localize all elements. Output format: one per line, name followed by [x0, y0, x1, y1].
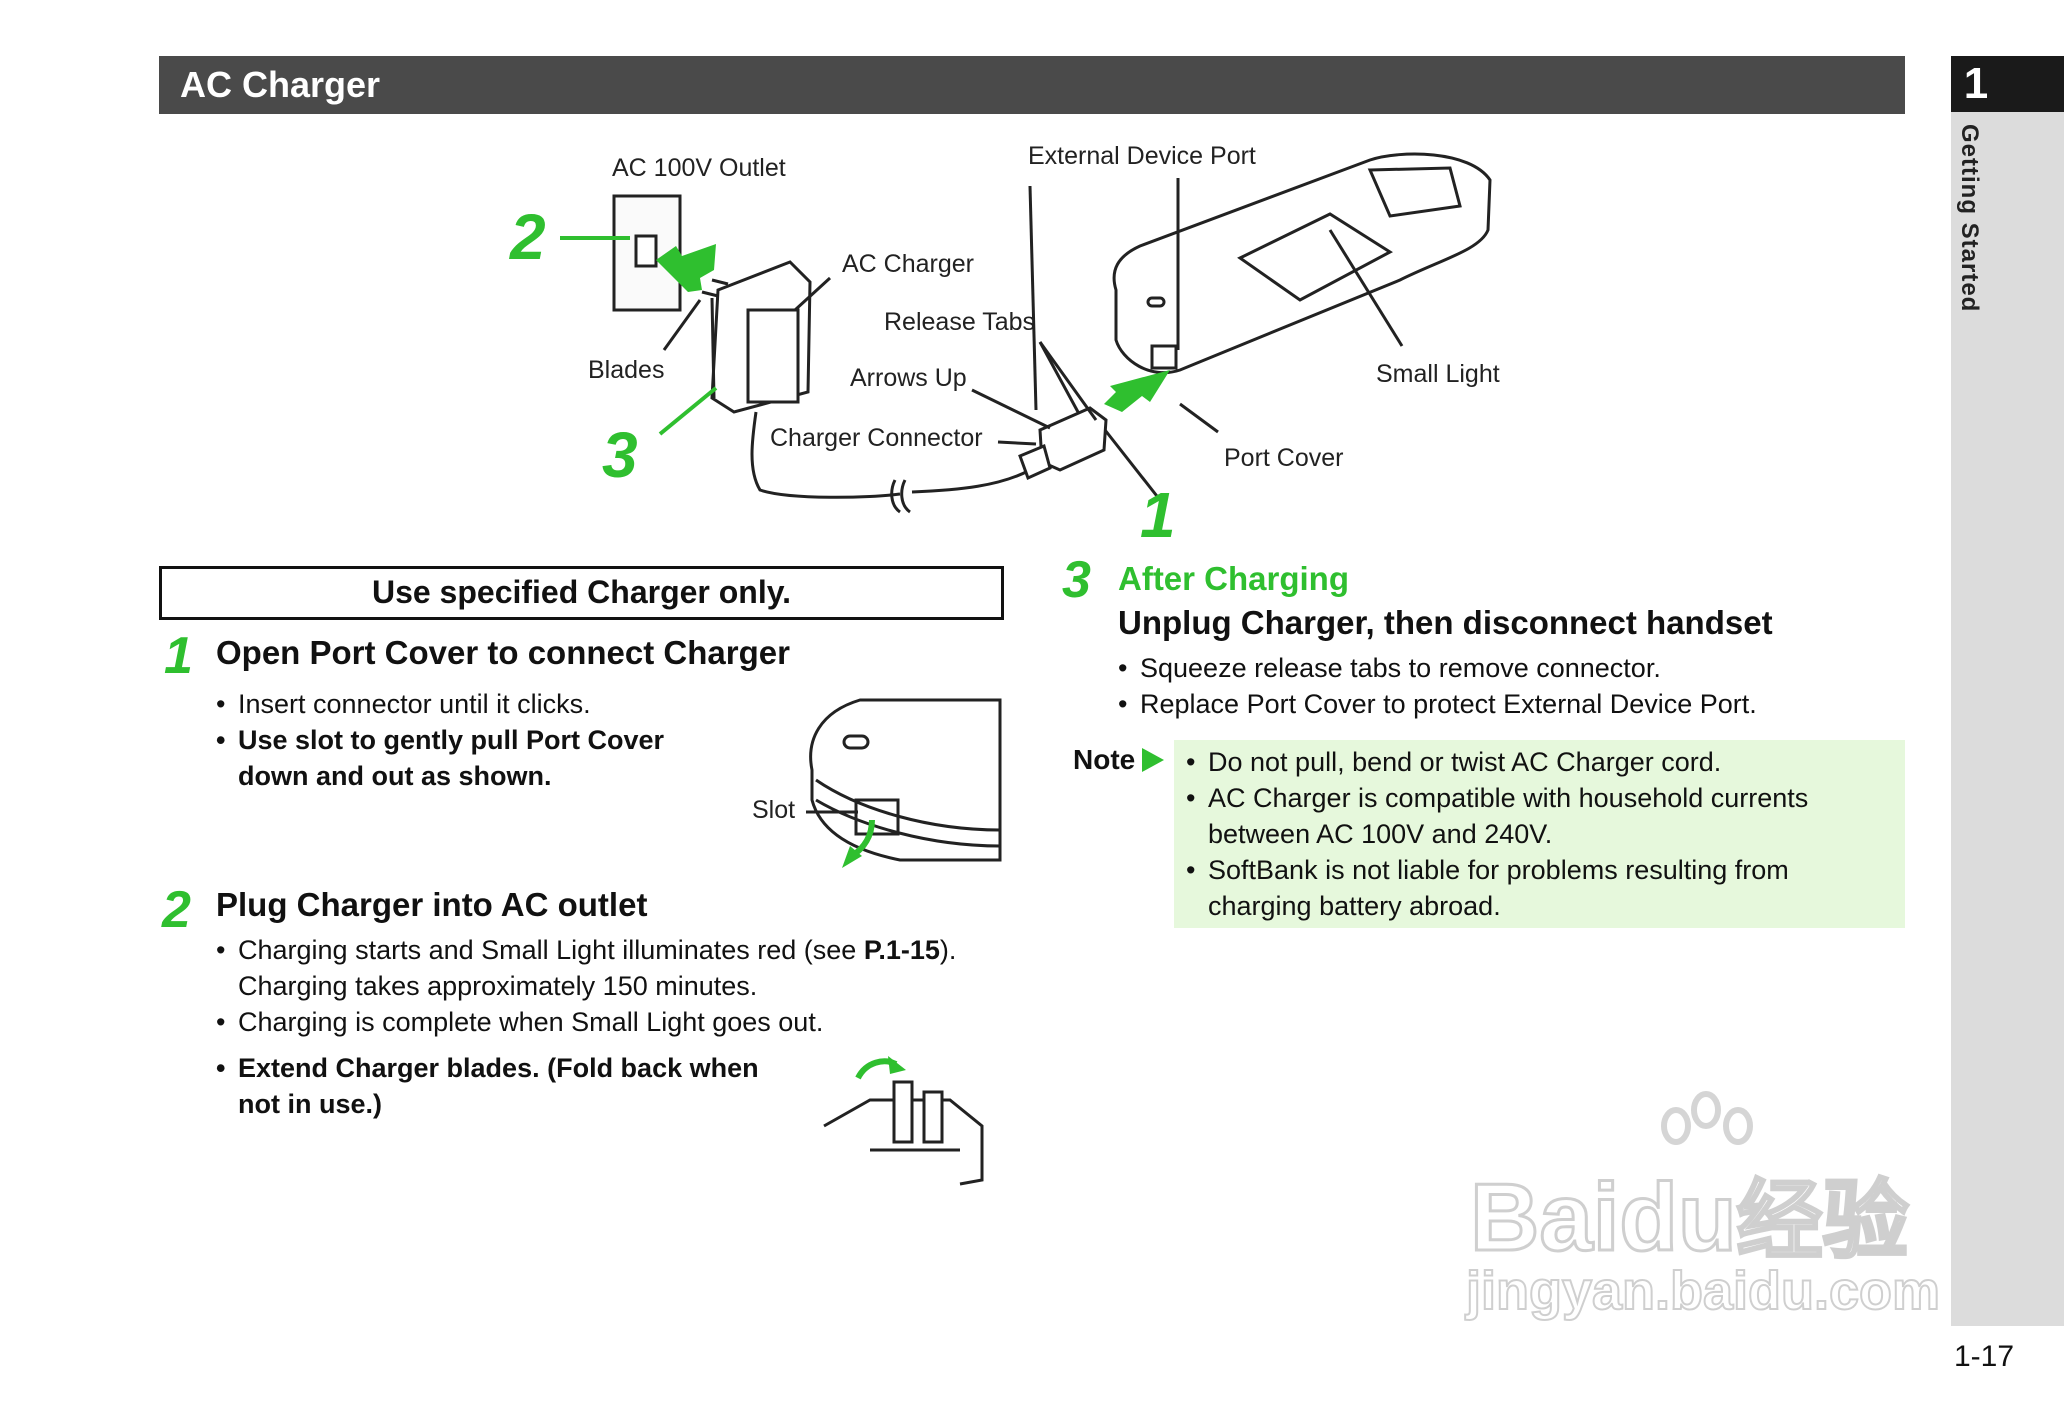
step-2-number: 2: [162, 881, 191, 939]
step-2-bullet: •Charging starts and Small Light illumin…: [216, 935, 957, 1001]
callout-2: 2: [510, 201, 546, 273]
label-ac-outlet: AC 100V Outlet: [612, 154, 786, 182]
blades-inset-illustration: [823, 1080, 984, 1186]
note-box: [1174, 740, 1905, 928]
label-slot: Slot: [752, 796, 796, 824]
chapter-number: 1: [1963, 59, 1989, 108]
step-2-bullet: •Charging is complete when Small Light g…: [216, 1007, 824, 1037]
section-title: AC Charger: [180, 64, 381, 105]
page-reference[interactable]: P.1-15: [863, 935, 940, 965]
watermark-brand: Baidu经验: [1469, 1163, 1911, 1273]
pull-arrow-icon: [842, 846, 862, 868]
arrow-insert-port-icon: [1104, 370, 1170, 412]
step-1-number: 1: [164, 627, 193, 685]
step-3-heading: Unplug Charger, then disconnect handset: [1118, 604, 1773, 641]
label-ac-charger: AC Charger: [842, 250, 974, 278]
step-3-bullet: •Replace Port Cover to protect External …: [1118, 689, 1757, 719]
label-small-light: Small Light: [1376, 360, 1500, 388]
step-1-bullet: •Insert connector until it clicks.: [216, 689, 591, 719]
note-bullet: •SoftBank is not liable for problems res…: [1186, 855, 1789, 921]
note-label: Note: [1073, 744, 1136, 775]
step-1-heading: Open Port Cover to connect Charger: [216, 634, 790, 671]
callout-1: 1: [1140, 479, 1176, 551]
note-bullet: •Do not pull, bend or twist AC Charger c…: [1186, 747, 1722, 777]
step-3-subtitle: After Charging: [1118, 560, 1349, 597]
label-port-cover: Port Cover: [1224, 444, 1344, 472]
step-3-number: 3: [1062, 551, 1091, 609]
section-header-bar: [159, 56, 1905, 114]
label-blades: Blades: [588, 356, 665, 384]
label-release-tabs: Release Tabs: [884, 308, 1036, 336]
note-bullet: •AC Charger is compatible with household…: [1186, 783, 1809, 849]
step-2-heading: Plug Charger into AC outlet: [216, 886, 648, 923]
label-charger-connector: Charger Connector: [770, 424, 983, 452]
warning-text: Use specified Charger only.: [371, 574, 792, 610]
label-arrows-up: Arrows Up: [850, 364, 967, 392]
step-3-bullet: •Squeeze release tabs to remove connecto…: [1118, 653, 1661, 683]
label-external-device-port: External Device Port: [1028, 142, 1256, 170]
charger-connector: [1038, 406, 1108, 472]
page-number: 1-17: [1954, 1340, 2015, 1373]
slot-inset-illustration: [806, 698, 1002, 862]
unfold-arrow-icon: [888, 1056, 906, 1074]
chapter-side-tab: [1951, 56, 2064, 1326]
note-arrow-icon: [1142, 748, 1164, 772]
arrow-insert-outlet-icon: [656, 244, 716, 292]
paw-logo-icon: [1661, 1091, 1753, 1145]
callout-3: 3: [602, 419, 638, 491]
step-1-bullet: •Use slot to gently pull Port Cover down…: [216, 725, 665, 791]
watermark-url: jingyan.baidu.com: [1465, 1260, 1941, 1322]
step-2-bullet: •Extend Charger blades. (Fold back when …: [216, 1053, 759, 1119]
chapter-badge: [1951, 56, 2064, 112]
warning-box: [159, 566, 1004, 620]
chapter-label: Getting Started: [1956, 124, 1983, 313]
